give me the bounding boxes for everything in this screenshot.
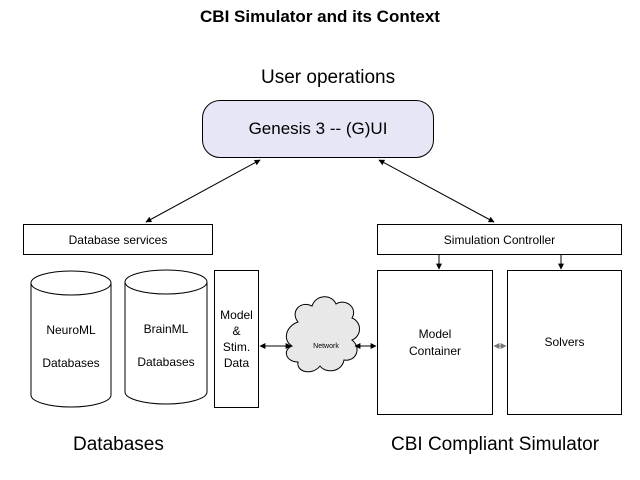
network-label: Network [313, 343, 339, 350]
model-container-box[interactable]: Model Container [377, 270, 493, 415]
neuroml-label: NeuroML Databases [42, 323, 100, 370]
user-operations-label: User operations [261, 67, 396, 88]
cbi-simulator-heading: CBI Compliant Simulator [391, 434, 600, 455]
neuroml-cylinder [30, 270, 112, 408]
database-services-label: Database services [68, 232, 168, 247]
brainml-label: BrainML Databases [137, 322, 195, 369]
databases-heading: Databases [73, 434, 164, 455]
diagram-title: CBI Simulator and its Context [200, 7, 440, 26]
database-services-box[interactable]: Database services [23, 224, 213, 255]
brainml-cylinder [124, 269, 208, 405]
model-stim-data-box[interactable]: Model & Stim. Data [214, 270, 259, 408]
simulation-controller-label: Simulation Controller [443, 232, 556, 247]
simulation-controller-box[interactable]: Simulation Controller [377, 224, 622, 255]
genesis-gui-box[interactable]: Genesis 3 -- (G)UI [202, 100, 434, 158]
network-cloud [285, 296, 360, 373]
genesis-gui-label: Genesis 3 -- (G)UI [248, 119, 388, 138]
solvers-box[interactable]: Solvers [507, 270, 622, 415]
gui-controller-arrow [378, 159, 495, 223]
gui-database-arrow [145, 159, 261, 223]
